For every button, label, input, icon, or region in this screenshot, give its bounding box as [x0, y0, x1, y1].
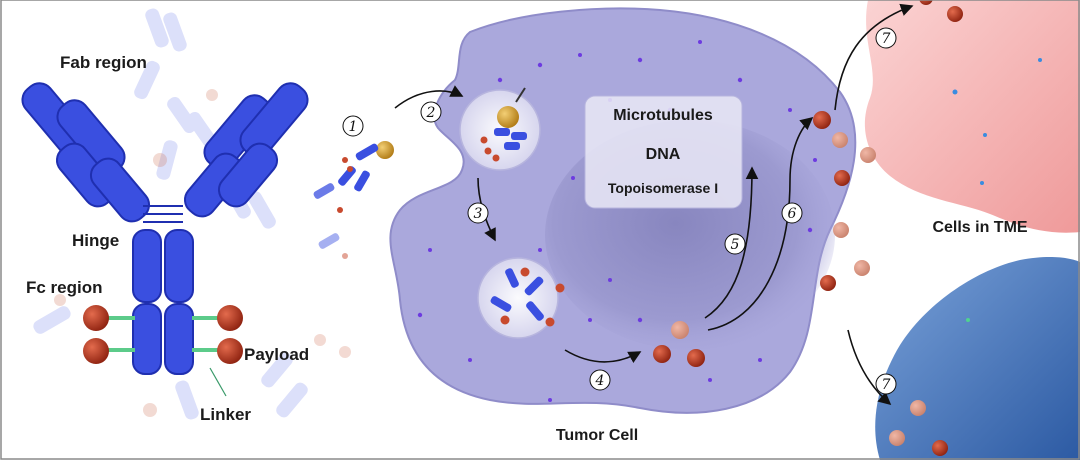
- step-5-marker: 5: [724, 233, 746, 255]
- payload-label: Payload: [244, 345, 309, 364]
- step-1-marker: 1: [342, 115, 364, 137]
- fab-left-arm: [21, 82, 151, 223]
- fab-right-arm: [183, 82, 309, 218]
- cells-in-tme-label: Cells in TME: [932, 219, 1027, 236]
- step-6-marker: 6: [781, 202, 803, 224]
- target-topoisomerase: Topoisomerase I: [608, 180, 718, 196]
- target-dna: DNA: [646, 146, 681, 163]
- svg-text:7: 7: [882, 377, 891, 393]
- linker-pointer-line: [209, 367, 227, 397]
- intracellular-targets-box: Microtubules DNA Topoisomerase I: [584, 95, 743, 209]
- svg-text:3: 3: [474, 206, 483, 222]
- svg-text:7: 7: [882, 31, 891, 47]
- incoming-adc: [313, 141, 394, 259]
- linker-bonds: [108, 316, 220, 352]
- background-payload-faded: [54, 89, 351, 417]
- adc-structure: Fab region Hinge Fc region Payload Linke…: [21, 8, 351, 424]
- bystander-payloads: [813, 0, 963, 456]
- step-2-marker: 2: [420, 101, 442, 123]
- lysosome-vesicle: [477, 257, 565, 339]
- tumor-cell-label: Tumor Cell: [556, 427, 638, 444]
- tme-blue-cell: [875, 256, 1080, 460]
- svg-text:1: 1: [349, 119, 358, 135]
- hinge-label: Hinge: [72, 231, 119, 250]
- endosome-vesicle: [459, 87, 541, 171]
- step-7-bottom-marker: 7: [875, 373, 897, 395]
- linker-label: Linker: [200, 405, 251, 424]
- fab-region-label: Fab region: [60, 53, 147, 72]
- released-payloads: [653, 321, 705, 367]
- step-7-top-marker: 7: [875, 27, 897, 49]
- target-microtubules: Microtubules: [613, 107, 713, 124]
- svg-text:4: 4: [595, 373, 605, 389]
- step-markers: 1 2 3 4 5 6 7 7: [342, 27, 897, 395]
- step-4-marker: 4: [589, 369, 611, 391]
- payload-spheres: [83, 305, 243, 364]
- tme-pink-cell: [864, 0, 1080, 233]
- svg-text:2: 2: [426, 105, 436, 121]
- fc-region-chains: [132, 229, 194, 375]
- svg-text:5: 5: [731, 237, 740, 253]
- step-3-marker: 3: [467, 202, 489, 224]
- svg-text:6: 6: [788, 206, 797, 222]
- hinge-region: [143, 205, 183, 223]
- fc-region-label: Fc region: [26, 278, 103, 297]
